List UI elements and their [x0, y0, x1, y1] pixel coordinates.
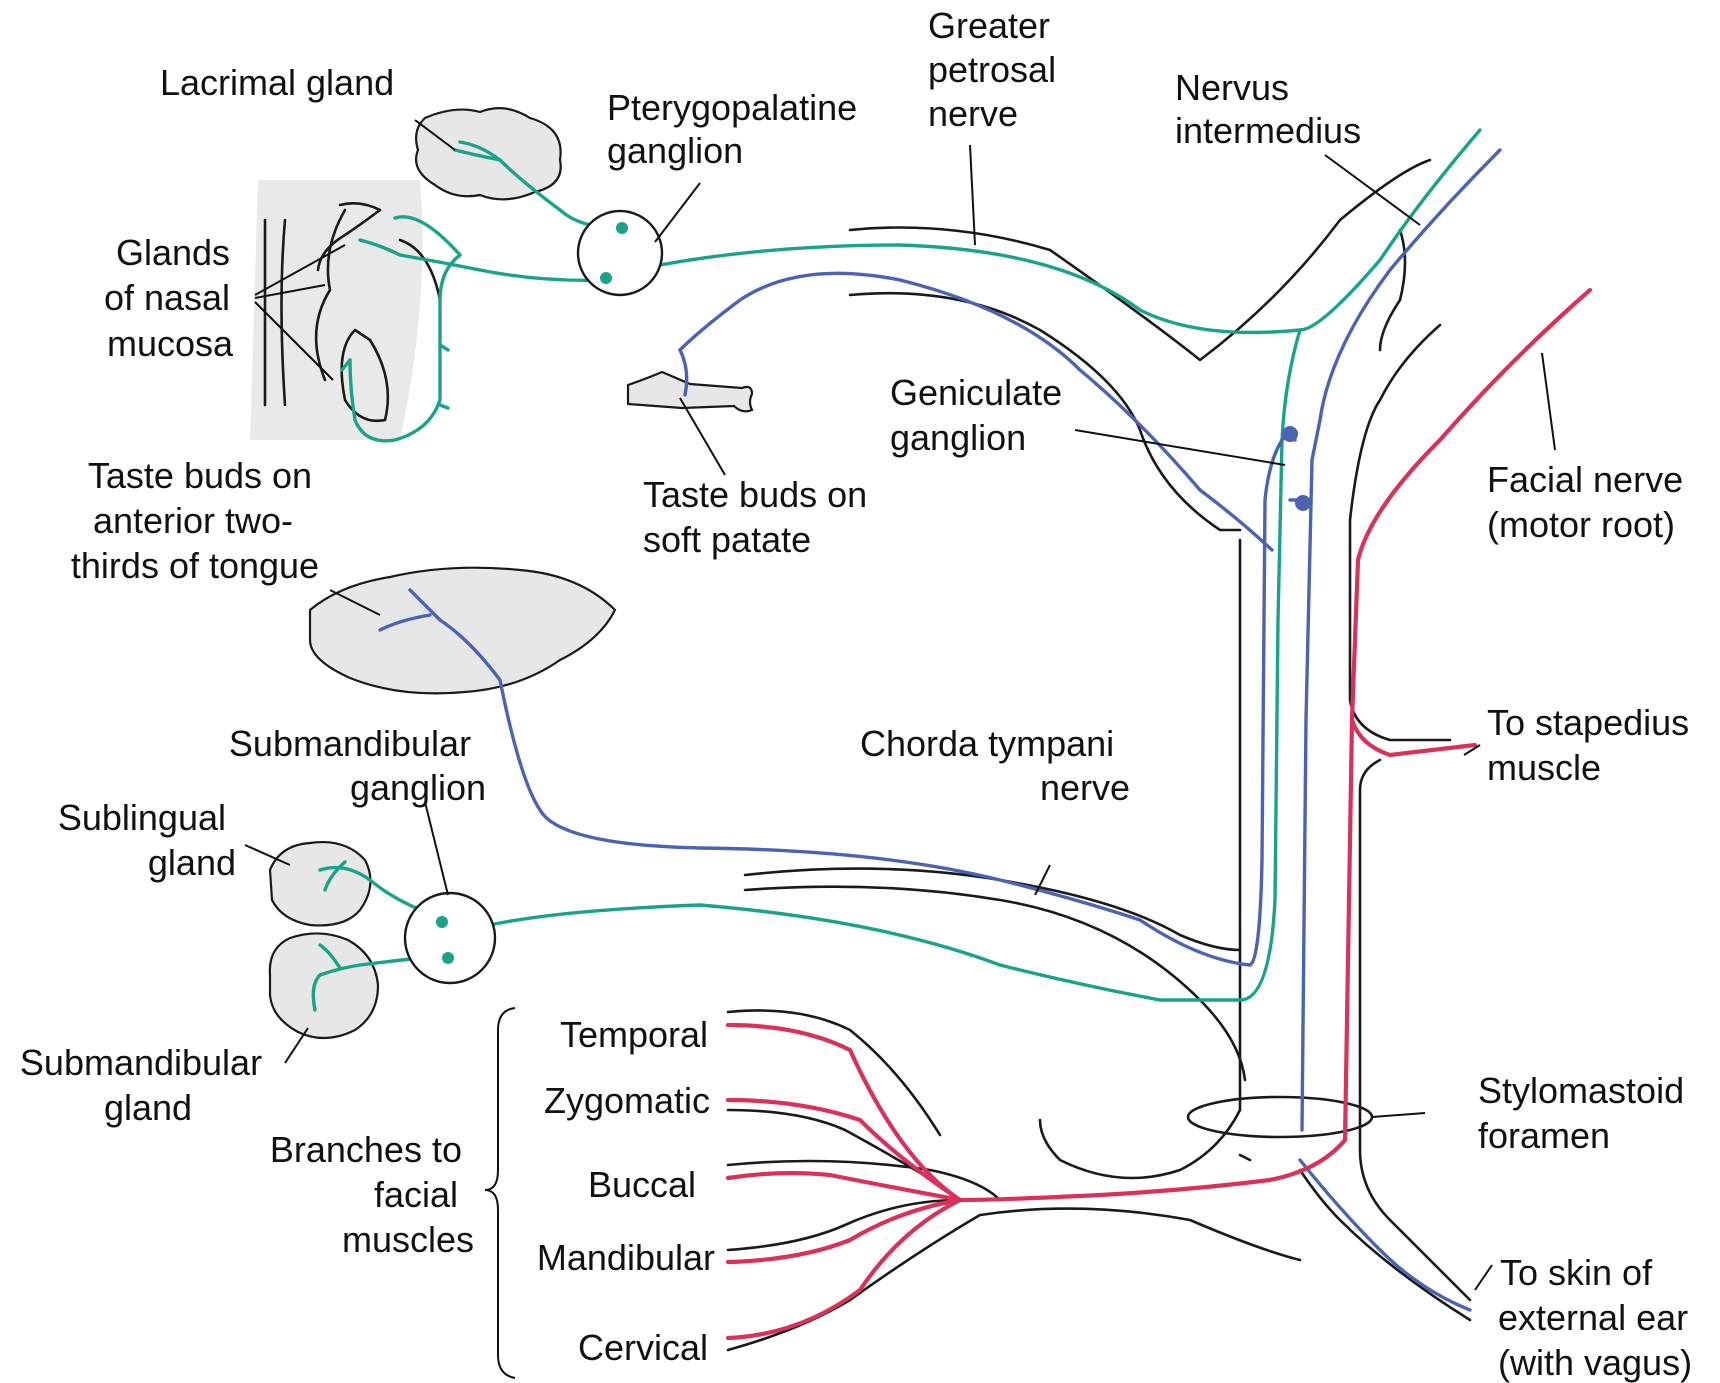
label-to-stapedius: To stapedius muscle	[1487, 702, 1699, 788]
branch-label-zygomatic: Zygomatic	[544, 1080, 710, 1121]
label-submandibular-gland: Submandibular gland	[20, 1042, 272, 1128]
label-geniculate-ganglion: Geniculate ganglion	[890, 372, 1072, 458]
label-submandibular-ganglion: Submandibular ganglion	[229, 723, 486, 808]
pterygopalatine-cell-body-lower	[600, 272, 612, 284]
submandibular-cell-body-lower	[442, 952, 454, 964]
submandibular-ganglion	[405, 893, 495, 983]
label-lacrimal-gland: Lacrimal gland	[160, 62, 394, 103]
label-glands-nasal-mucosa: Glands of nasal mucosa	[104, 232, 240, 364]
branch-label-temporal: Temporal	[560, 1014, 708, 1055]
label-taste-anterior-tongue: Taste buds on anterior two- thirds of to…	[71, 455, 322, 586]
geniculate-cell-body-upper	[1282, 426, 1298, 442]
branch-label-cervical: Cervical	[578, 1327, 708, 1368]
pterygopalatine-cell-body-upper	[616, 222, 628, 234]
soft-palate-tissue	[628, 372, 752, 411]
sublingual-gland-shape	[270, 842, 370, 925]
label-stylomastoid-foramen: Stylomastoid foramen	[1478, 1070, 1694, 1156]
label-branches-facial-muscles: Branches to facial muscles	[270, 1129, 474, 1260]
motor-fibers	[728, 290, 1590, 1338]
label-chorda-tympani: Chorda tympani nerve	[860, 723, 1130, 808]
label-sublingual-gland: Sublingual gland	[58, 797, 236, 883]
label-facial-nerve-motor-root: Facial nerve (motor root)	[1487, 459, 1693, 545]
geniculate-cell-body-lower	[1295, 495, 1311, 511]
label-nervus-intermedius: Nervus intermedius	[1175, 67, 1361, 151]
branch-label-mandibular: Mandibular	[537, 1237, 715, 1278]
label-pterygopalatine-ganglion: Pterygopalatine ganglion	[607, 87, 867, 171]
label-greater-petrosal-nerve: Greater petrosal nerve	[928, 5, 1066, 134]
tongue-shape	[310, 568, 615, 694]
branch-label-buccal: Buccal	[588, 1164, 696, 1205]
label-taste-soft-palate: Taste buds on soft patate	[643, 474, 877, 560]
submandibular-cell-body-upper	[436, 916, 448, 928]
label-to-skin-external-ear: To skin of external ear (with vagus)	[1498, 1252, 1698, 1383]
